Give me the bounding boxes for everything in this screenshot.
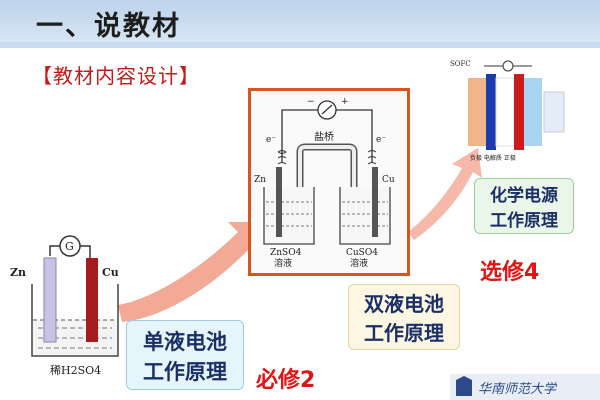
power-source-box: 化学电源 工作原理	[474, 178, 574, 234]
zn-rod	[276, 167, 282, 237]
single-cell-box: 单液电池 工作原理	[126, 320, 244, 390]
slide-subtitle: 【教材内容设计】	[32, 64, 200, 88]
minus-sign: −	[307, 97, 315, 107]
title-bar-shade	[0, 42, 600, 48]
salt-bridge-label: 盐桥	[314, 130, 334, 143]
double-cell-diagram: − + e⁻ e⁻ 盐桥 Zn Cu ZnSO4 溶液 CuSO4 溶液	[254, 97, 395, 268]
cu-rod	[372, 167, 378, 237]
source-box-line2: 工作原理	[490, 210, 558, 231]
double-box-line2: 工作原理	[364, 321, 444, 345]
university-crest-icon	[456, 376, 472, 396]
zn-electrode	[43, 257, 57, 343]
right-beaker	[339, 187, 391, 245]
plus-sign: +	[341, 97, 349, 107]
cu-rod-label: Cu	[382, 175, 395, 185]
cu-label: Cu	[102, 266, 119, 279]
electron-left: e⁻	[266, 135, 276, 145]
electron-right: e⁻	[376, 135, 386, 145]
arrow-single-to-double	[118, 222, 262, 322]
arrow-double-to-source	[408, 148, 482, 240]
zn-label: Zn	[10, 266, 26, 279]
electrode-red	[514, 74, 524, 150]
sofc-diagram: SOFC 负极 电解质 正极	[450, 60, 565, 162]
left-beaker	[263, 187, 315, 245]
slide-title: 一、说教材	[36, 11, 181, 42]
single-box-line1: 单液电池	[143, 330, 227, 354]
double-box-line1: 双液电池	[364, 292, 444, 316]
cathode-layer	[524, 78, 542, 146]
cu-electrode	[86, 258, 98, 342]
external-wire	[281, 109, 373, 162]
single-cell-wire	[49, 245, 91, 258]
left-solution-label: ZnSO4	[270, 248, 302, 258]
title-bar: 一、说教材	[0, 0, 600, 48]
single-tag: 必修2	[256, 368, 316, 393]
sofc-label: SOFC	[450, 60, 471, 68]
single-cell-diagram: G Zn Cu 稀H2SO4	[10, 235, 119, 377]
double-tag: 选修4	[480, 260, 540, 285]
galvanometer-label: G	[65, 240, 74, 253]
single-box-line2: 工作原理	[143, 360, 227, 385]
university-name: 华南师范大学	[478, 382, 557, 397]
anode-layer	[468, 78, 486, 146]
right-solution-label: CuSO4	[346, 248, 378, 258]
single-beaker	[31, 284, 119, 357]
electrode-blue	[486, 74, 496, 150]
double-cell-box: 双液电池 工作原理	[348, 284, 460, 350]
acid-label: 稀H2SO4	[50, 364, 101, 377]
university-logo-area: 华南师范大学	[450, 374, 600, 400]
sofc-bottom-labels: 负极 电解质 正极	[470, 154, 516, 162]
left-solution-label2: 溶液	[274, 257, 292, 268]
source-box-line1: 化学电源	[490, 186, 558, 206]
zn-rod-label: Zn	[254, 175, 266, 185]
right-solution-label2: 溶液	[350, 257, 368, 268]
